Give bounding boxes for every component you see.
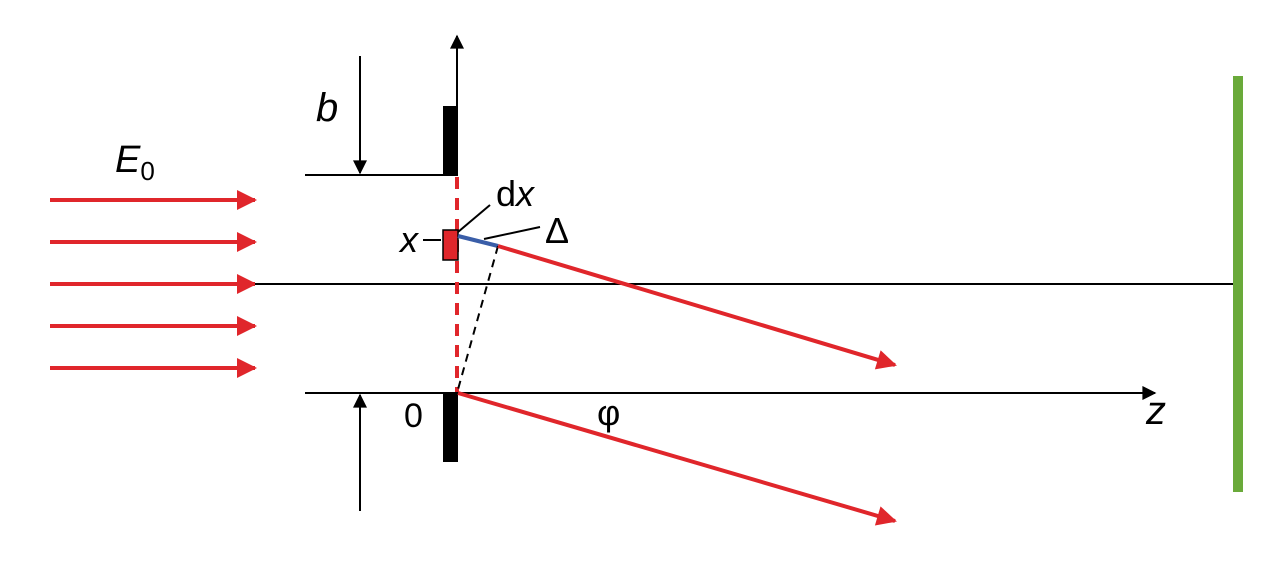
delta-leader: [483, 226, 541, 240]
origin-label: 0: [404, 397, 423, 435]
dx-leader: [457, 204, 491, 233]
slit-width-label: b: [316, 86, 338, 130]
incident-rays: [50, 190, 257, 378]
position-label: x: [398, 219, 420, 260]
element-width-label: dx: [496, 173, 536, 214]
path-difference-segment: [457, 234, 499, 248]
diffracted-ray-upper: [497, 244, 897, 370]
slit-barrier-bottom: [443, 393, 458, 462]
screen: [1233, 76, 1243, 492]
axis-label: z: [1145, 389, 1166, 433]
diffracted-ray-lower: [457, 391, 897, 526]
slit-barrier-top: [443, 106, 458, 176]
path-difference-label: Δ: [545, 210, 569, 251]
perpendicular-dashed: [456, 245, 499, 394]
angle-label: φ: [597, 392, 620, 433]
field-label: E0: [115, 139, 155, 186]
element-dx: [442, 229, 459, 261]
